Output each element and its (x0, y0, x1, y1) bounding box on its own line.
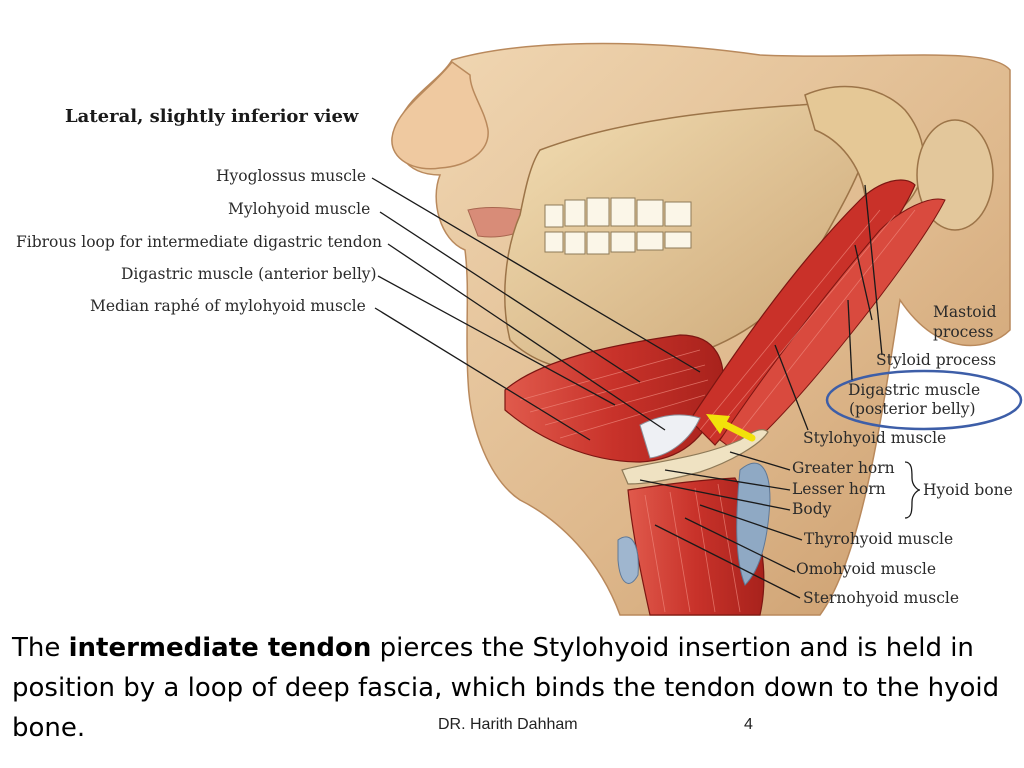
label-fibrous-loop: Fibrous loop for intermediate digastric … (16, 233, 382, 251)
teeth (544, 197, 692, 255)
hyoid-bone (621, 428, 769, 485)
label-lesser-horn: Lesser horn (792, 480, 886, 498)
leader-lines (371, 177, 921, 599)
suprahyoid-muscles (504, 179, 946, 463)
label-sternohyoid: Sternohyoid muscle (803, 589, 959, 607)
label-body: Body (792, 500, 832, 518)
caption-prefix: The (12, 633, 69, 663)
label-hyoglossus: Hyoglossus muscle (216, 167, 366, 185)
caption-bold-term: intermediate tendon (68, 633, 372, 663)
label-thyrohyoid: Thyrohyoid muscle (804, 530, 953, 548)
label-omohyoid: Omohyoid muscle (796, 560, 936, 578)
label-mastoid-2: process (933, 323, 993, 341)
label-digastric-posterior-2: (posterior belly) (849, 400, 976, 418)
label-mylohyoid: Mylohyoid muscle (228, 200, 370, 218)
view-title: Lateral, slightly inferior view (65, 106, 359, 127)
yellow-arrow-icon (706, 414, 756, 442)
infrahyoid-muscles (617, 462, 771, 616)
label-digastric-posterior-1: Digastric muscle (848, 381, 980, 399)
footer-author: DR. Harith Dahham (438, 716, 578, 733)
label-digastric-anterior: Digastric muscle (anterior belly) (121, 265, 377, 283)
anatomy-illustration: Lateral, slightly inferior view Hyogloss… (16, 42, 1023, 616)
label-greater-horn: Greater horn (792, 459, 895, 477)
label-styloid: Styloid process (876, 351, 996, 369)
slide-caption: The intermediate tendon pierces the Styl… (12, 628, 1012, 748)
slide-number: 4 (744, 716, 753, 733)
label-stylohyoid: Stylohyoid muscle (803, 429, 946, 447)
caption-suffix: pierces the Stylohyoid insertion and is … (12, 633, 1000, 743)
label-mastoid-1: Mastoid (933, 303, 997, 321)
label-hyoid-bone: Hyoid bone (923, 481, 1013, 499)
label-median-raphe: Median raphé of mylohyoid muscle (90, 297, 366, 315)
highlight-ellipse (825, 369, 1023, 431)
